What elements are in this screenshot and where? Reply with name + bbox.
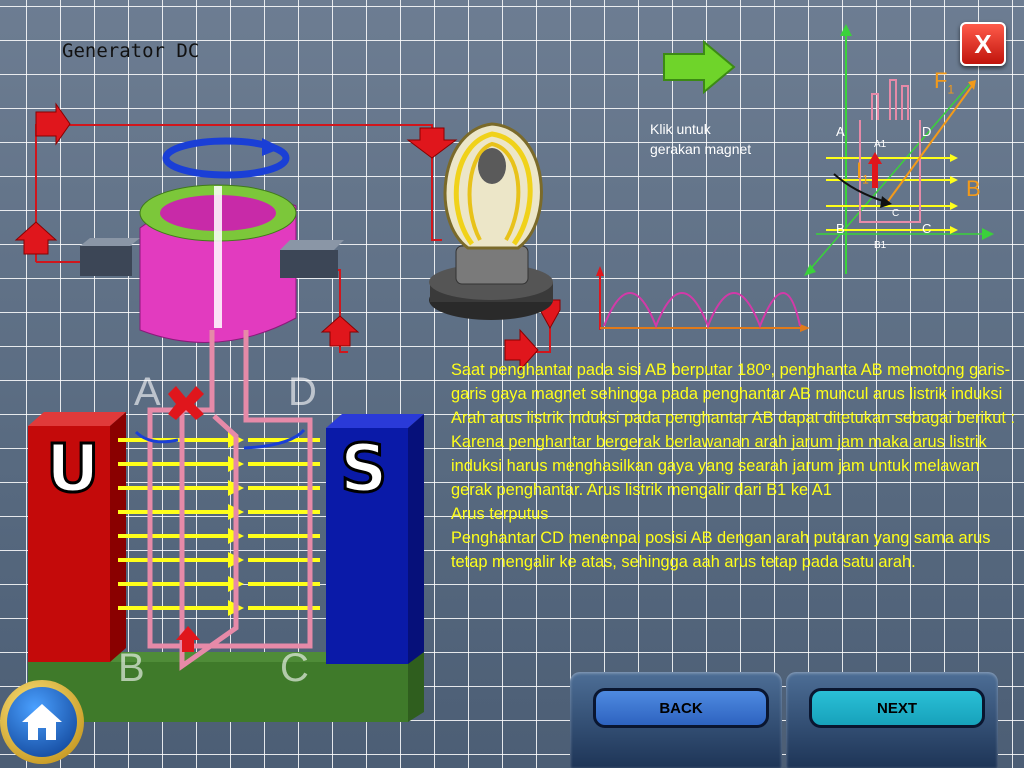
corner-label-a: A: [836, 124, 845, 139]
loop-label-a: A: [134, 370, 161, 414]
corner-label-b: B: [836, 221, 845, 236]
south-pole-label: S: [339, 429, 390, 509]
hint-line-1: Klik untuk: [650, 121, 711, 137]
home-icon: [22, 704, 62, 740]
explanation-paragraph: Arus terputus: [451, 505, 549, 523]
corner-label-d: D: [922, 124, 932, 139]
page-title: Generator DC: [62, 40, 200, 62]
loop-rotation-arrow-icon: [134, 428, 306, 450]
current-label: I1: [856, 158, 869, 186]
loop-current-arrow-icons: [168, 386, 204, 652]
loop-label-b: B: [118, 646, 145, 690]
commutator-ring: [139, 184, 297, 343]
vector-diagram: [804, 24, 994, 276]
north-pole-label: U: [45, 429, 102, 509]
magnet-base: [28, 652, 424, 722]
current-arrow-icons: [14, 102, 561, 372]
explanation-text: Saat penghantar pada sisi AB berputar 18…: [451, 358, 1019, 574]
corner-label-c: C: [922, 221, 932, 236]
light-bulb-icon: [429, 122, 553, 320]
rotation-arrow-icon: [162, 137, 290, 179]
field-label: B: [966, 176, 981, 201]
hint-line-2: gerakan magnet: [650, 141, 752, 157]
point-label-c: C: [892, 208, 900, 219]
force-label: F1: [934, 68, 954, 96]
carbon-brushes: [80, 238, 344, 278]
move-magnet-hint: Klik untuk gerakan magnet: [650, 119, 790, 159]
explanation-paragraph: Arah arus listrik induksi pada penghanta…: [451, 409, 1016, 427]
current-label-sub: 1: [862, 172, 869, 187]
move-magnet-arrow-icon[interactable]: [662, 40, 736, 94]
point-label-a1: A1: [874, 139, 887, 150]
close-button[interactable]: X: [960, 22, 1006, 66]
current-label-text: I: [856, 158, 863, 183]
output-waveform-graph: [596, 266, 810, 332]
south-pole-magnet: [326, 414, 424, 664]
armature-loop: [147, 330, 313, 671]
force-label-sub: 1: [947, 82, 955, 97]
home-button-face: [7, 687, 77, 757]
explanation-paragraph: Karena penghantar bergerak berlawanan ar…: [451, 433, 987, 499]
explanation-paragraph: Penghantar CD menenpai posisi AB dengan …: [451, 529, 991, 571]
loop-label-c: C: [280, 646, 309, 690]
home-button[interactable]: [0, 680, 84, 764]
back-button[interactable]: BACK: [593, 688, 769, 728]
north-pole-magnet: [28, 412, 126, 662]
point-label-b1: B1: [874, 240, 887, 251]
loop-label-d: D: [288, 370, 317, 414]
next-button[interactable]: NEXT: [809, 688, 985, 728]
explanation-paragraph: Saat penghantar pada sisi AB berputar 18…: [451, 361, 1011, 403]
force-label-text: F: [934, 68, 948, 93]
